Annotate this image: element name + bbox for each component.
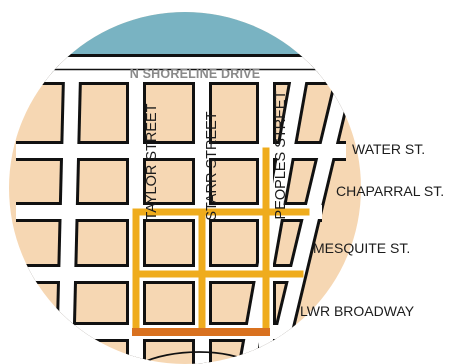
street-labels-outside: WATER ST. CHAPARRAL ST. MESQUITE ST. LWR… — [300, 141, 444, 319]
water-st-label: WATER ST. — [352, 141, 425, 157]
peoples-street-label: PEOPLES STREET — [273, 90, 289, 219]
bay-water — [9, 12, 361, 58]
starr-street-label: STARR STREET — [204, 111, 220, 220]
n-shoreline-drive-label: N SHORELINE DRIVE — [130, 67, 261, 81]
taylor-street-label: TAYLOR STREET — [144, 103, 160, 220]
route-network — [132, 147, 310, 336]
chaparral-st-label: CHAPARRAL ST. — [336, 183, 444, 199]
lwr-broadway-label: LWR BROADWAY — [300, 303, 415, 319]
mesquite-st-label: MESQUITE ST. — [313, 240, 410, 256]
